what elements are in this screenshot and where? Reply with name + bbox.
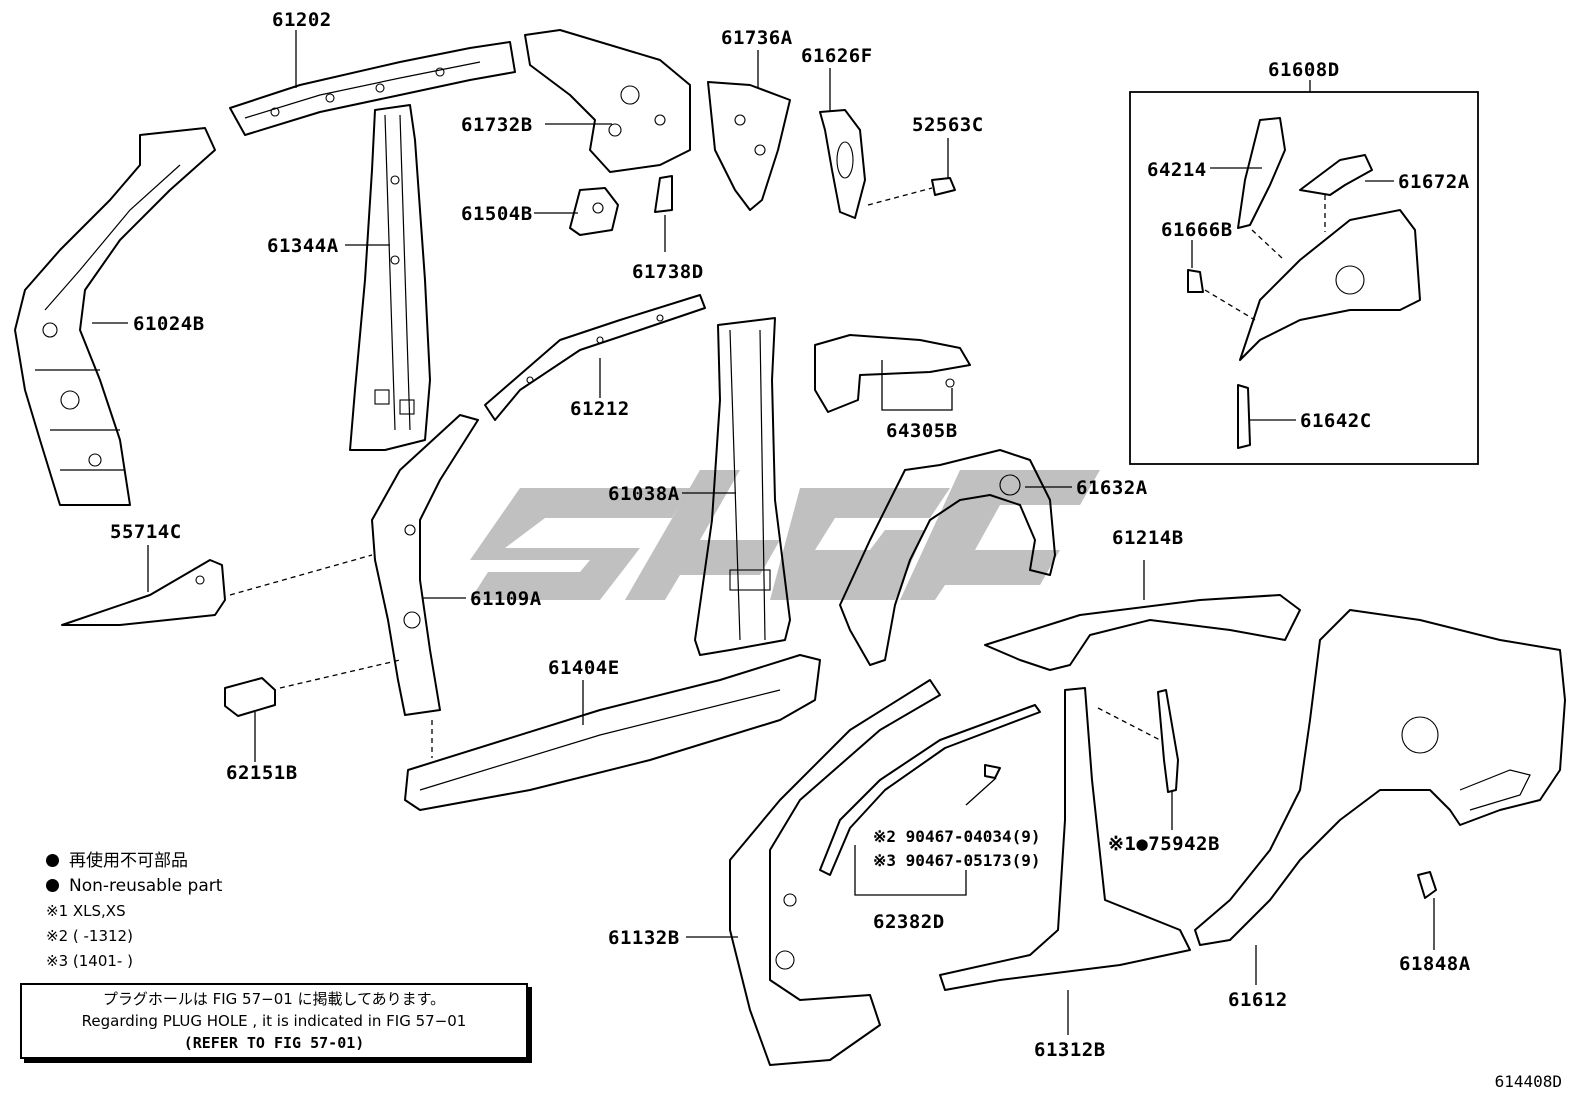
label-90467-04034: ※2 90467-04034(9) — [873, 827, 1041, 846]
part-61109a — [371, 414, 479, 716]
label-75942b: ※1●75942B — [1108, 833, 1220, 855]
part-61202 — [229, 41, 516, 136]
part-61626f — [819, 109, 866, 219]
part-61404e — [404, 654, 821, 811]
plug-hole-notice: プラグホールは FIG 57−01 に掲載してあります。 Regarding P… — [20, 983, 528, 1059]
label-61212: 61212 — [570, 398, 630, 420]
label-62382d: 62382D — [873, 911, 945, 933]
label-64214: 64214 — [1147, 159, 1207, 181]
legend-note-3: ※3 (1401- ) — [46, 952, 133, 970]
part-52563c — [931, 177, 956, 196]
label-52563c: 52563C — [912, 114, 984, 136]
legend-row-nonreusable-en: Non-reusable part — [46, 874, 222, 899]
part-61738d — [654, 175, 673, 213]
part-61212 — [484, 294, 706, 421]
legend-note-1: ※1 XLS,XS — [46, 902, 126, 920]
label-55714c: 55714C — [110, 521, 182, 543]
notice-ref: (REFER TO FIG 57-01) — [183, 1034, 365, 1052]
label-61736a: 61736A — [721, 27, 793, 49]
dashed-lines — [229, 187, 1326, 758]
part-55714c — [61, 559, 226, 626]
label-61404e: 61404E — [548, 657, 620, 679]
label-61024b: 61024B — [133, 313, 205, 335]
bullet-icon — [46, 854, 59, 867]
label-61312b: 61312B — [1034, 1039, 1106, 1061]
part-61504b — [569, 187, 619, 236]
label-61732b: 61732B — [461, 114, 533, 136]
label-61666b: 61666B — [1161, 219, 1233, 241]
label-61642c: 61642C — [1300, 410, 1372, 432]
part-75942b — [1157, 689, 1179, 793]
part-90467-clip — [984, 764, 1001, 779]
part-61312b — [939, 687, 1191, 991]
notice-jp: プラグホールは FIG 57−01 に掲載してあります。 — [102, 990, 446, 1008]
figure-number: 614408D — [1494, 1072, 1562, 1091]
part-61632a — [839, 449, 1056, 666]
label-61214b: 61214B — [1112, 527, 1184, 549]
legend-note-2: ※2 ( -1312) — [46, 927, 133, 945]
label-61738d: 61738D — [632, 261, 704, 283]
part-61344a — [349, 104, 431, 451]
label-61632a: 61632A — [1076, 477, 1148, 499]
label-90467-05173: ※3 90467-05173(9) — [873, 851, 1041, 870]
part-62382d — [819, 704, 1041, 876]
part-61132b — [729, 679, 941, 1066]
leader-lines — [92, 30, 1435, 1035]
bullet-icon — [46, 879, 59, 892]
part-61214b — [984, 594, 1301, 671]
legend: 再使用不可部品 Non-reusable part ※1 XLS,XS ※2 (… — [46, 849, 222, 974]
label-61504b: 61504B — [461, 203, 533, 225]
part-61848a — [1417, 871, 1437, 899]
part-61612 — [1194, 609, 1566, 946]
label-61608d: 61608D — [1268, 59, 1340, 81]
label-61132b: 61132B — [608, 927, 680, 949]
part-62151b — [224, 677, 276, 717]
label-61626f: 61626F — [801, 45, 873, 67]
part-61732b — [524, 29, 691, 173]
label-64305b: 64305B — [886, 420, 958, 442]
part-labels: 61202 61732B 61736A 61626F 52563C 61608D… — [110, 9, 1471, 1061]
label-61344a: 61344A — [267, 235, 339, 257]
part-61024b — [14, 127, 216, 506]
label-62151b: 62151B — [226, 762, 298, 784]
label-61672a: 61672A — [1398, 171, 1470, 193]
notice-en: Regarding PLUG HOLE , it is indicated in… — [81, 1012, 467, 1030]
part-61736a — [707, 81, 791, 211]
label-61202: 61202 — [272, 9, 332, 31]
part-64305b — [814, 334, 971, 413]
label-61109a: 61109A — [470, 588, 542, 610]
part-61608d-assembly — [1129, 91, 1479, 465]
label-61612: 61612 — [1228, 989, 1288, 1011]
part-61038a — [694, 317, 791, 656]
legend-row-nonreusable-jp: 再使用不可部品 — [46, 849, 222, 874]
label-61848a: 61848A — [1399, 953, 1471, 975]
label-61038a: 61038A — [608, 483, 680, 505]
